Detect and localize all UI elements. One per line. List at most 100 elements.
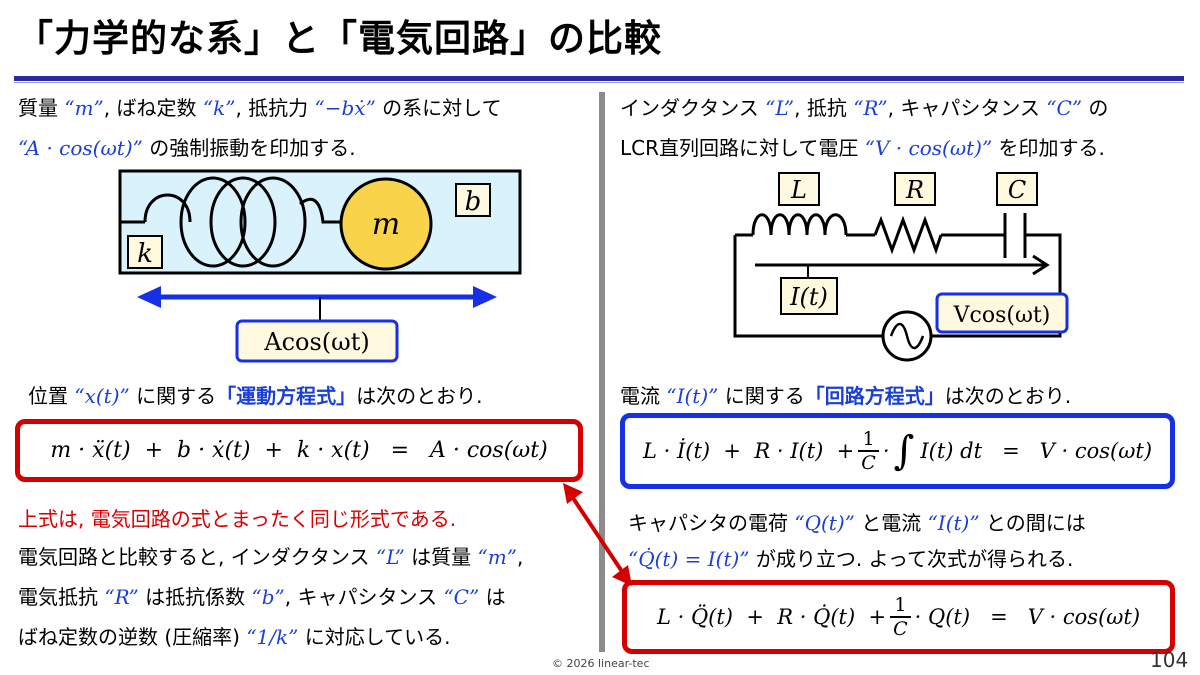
resistor-label: R bbox=[905, 176, 924, 204]
text: は次のとおり. bbox=[356, 384, 483, 408]
comparison-line1: 電気回路と比較すると, インダクタンス “L” は質量 “m”, bbox=[18, 541, 523, 570]
comparison-line3: ばね定数の逆数 (圧縮率) “1/k” に対応している. bbox=[18, 621, 450, 650]
left-intro-line2: “A · cos(ωt)” の強制振動を印加する. bbox=[18, 132, 356, 161]
current-label-box bbox=[780, 277, 838, 315]
text: と電流 bbox=[854, 511, 928, 535]
math-acos: “A · cos(ωt)” bbox=[18, 136, 143, 160]
charge-equation-box: L · Q̈(t) + R · Q̇(t) + 1 C · Q(t) = V ·… bbox=[622, 580, 1175, 654]
right-intro-line2: LCR直列回路に対して電圧 “V · cos(ωt)” を印加する. bbox=[620, 132, 1105, 161]
text: に対応している. bbox=[298, 625, 451, 649]
text: の強制振動を印加する. bbox=[142, 136, 356, 160]
dot-operator: · bbox=[882, 439, 890, 463]
resistor-label-box bbox=[894, 172, 936, 206]
comparison-line2: 電気抵抗 “R” は抵抗係数 “b”, キャパシタンス “C” は bbox=[18, 581, 506, 610]
correspondence-arrow-line bbox=[567, 490, 627, 578]
text: , キャパシタンス bbox=[284, 585, 444, 609]
spring-coil bbox=[143, 176, 340, 268]
fraction-denominator: C bbox=[890, 616, 911, 640]
text: は次のとおり. bbox=[944, 384, 1072, 408]
lcr-circuit-diagram: L R C I(t) Vcos(ωt) bbox=[733, 172, 1069, 362]
page-number: 104 bbox=[1150, 648, 1189, 672]
math-m: “m” bbox=[64, 96, 104, 120]
text: , 抵抗 bbox=[794, 96, 854, 120]
damping-label: b bbox=[465, 187, 482, 217]
math-I: “I(t)” bbox=[666, 384, 719, 408]
charge-relation-line1: キャパシタの電荷 “Q(t)” と電流 “I(t)” との間には bbox=[628, 507, 1086, 536]
math-1-over-k: “1/k” bbox=[246, 625, 299, 649]
inductor-label: L bbox=[790, 176, 807, 204]
current-label: I(t) bbox=[789, 283, 828, 311]
title-underline bbox=[14, 76, 1184, 81]
spring-label: k bbox=[137, 239, 153, 269]
voltage-label: Vcos(ωt) bbox=[953, 303, 1051, 328]
equation-name: 「回路方程式」 bbox=[804, 384, 945, 408]
math-R: “R” bbox=[104, 585, 139, 609]
damping-label-box bbox=[455, 183, 491, 217]
text: キャパシタの電荷 bbox=[628, 511, 795, 535]
text: に関する bbox=[129, 384, 217, 408]
current-arrow-head bbox=[1032, 254, 1050, 276]
math-L: “L” bbox=[765, 96, 795, 120]
text: を印加する. bbox=[992, 136, 1105, 160]
force-label-box bbox=[235, 319, 399, 363]
text: に関する bbox=[718, 384, 805, 408]
text: 電気回路と比較すると, インダクタンス bbox=[18, 545, 376, 569]
inductor-label-box bbox=[778, 172, 820, 206]
charge-relation-line2: “Q̇(t) = I(t)” が成り立つ. よって次式が得られる. bbox=[628, 543, 1073, 572]
math-C: “C” bbox=[1046, 96, 1083, 120]
math-x: “x(t)” bbox=[74, 384, 130, 408]
text: が成り立つ. よって次式が得られる. bbox=[749, 547, 1074, 571]
resistor-symbol bbox=[873, 215, 943, 255]
circuit-equation-box: L · İ(t) + R · I(t) + 1 C · ∫ I(t) dt = … bbox=[620, 413, 1175, 489]
force-label: Acos(ωt) bbox=[263, 328, 369, 356]
circuit-wires bbox=[733, 233, 1062, 338]
text: は抵抗係数 bbox=[138, 585, 252, 609]
mass-frame bbox=[118, 169, 522, 275]
same-form-note: 上式は, 電気回路の式とまったく同じ形式である. bbox=[18, 507, 457, 531]
page-title: 「力学的な系」と「電気回路」の比較 bbox=[16, 17, 662, 60]
text: 電流 bbox=[620, 384, 667, 408]
fraction-numerator: 1 bbox=[862, 428, 875, 450]
math-R: “R” bbox=[853, 96, 888, 120]
text: は bbox=[479, 585, 506, 609]
fraction-denominator: C bbox=[858, 450, 879, 474]
correspondence-arrow bbox=[563, 483, 632, 586]
circuit-equation-part1: L · İ(t) + R · I(t) + bbox=[642, 439, 855, 463]
text: インダクタンス bbox=[620, 96, 766, 120]
mass-label: m bbox=[372, 207, 400, 242]
fraction-1-over-C: 1 C bbox=[890, 594, 911, 640]
fraction-1-over-C: 1 C bbox=[858, 428, 879, 474]
integral-sign: ∫ bbox=[893, 428, 915, 474]
math-b: “b” bbox=[251, 585, 285, 609]
text: の bbox=[1082, 96, 1109, 120]
math-Q: “Q(t)” bbox=[794, 511, 855, 535]
math-m: “m” bbox=[477, 545, 517, 569]
charge-equation-part1: L · Q̈(t) + R · Q̇(t) + bbox=[656, 605, 887, 629]
text: , ばね定数 bbox=[103, 96, 203, 120]
text: の系に対して bbox=[375, 96, 502, 120]
math-C: “C” bbox=[443, 585, 480, 609]
equation-of-motion: m · ẍ(t) + b · ẋ(t) + k · x(t) = A · cos… bbox=[50, 438, 548, 463]
voltage-label-box bbox=[935, 292, 1069, 334]
sine-wave-icon bbox=[889, 322, 925, 350]
equation-name: 「運動方程式」 bbox=[216, 384, 357, 408]
spring-label-box bbox=[127, 235, 163, 269]
text: , bbox=[516, 545, 524, 569]
circuit-equation-part2: I(t) dt = V · cos(ωt) bbox=[920, 439, 1153, 463]
correspondence-arrow-head-bottom bbox=[612, 565, 632, 586]
fraction-numerator: 1 bbox=[894, 594, 907, 616]
math-V: “V · cos(ωt)” bbox=[864, 136, 993, 160]
text: LCR直列回路に対して電圧 bbox=[620, 136, 865, 160]
text: , 抵抗力 bbox=[235, 96, 315, 120]
correspondence-arrow-head-top bbox=[563, 483, 583, 504]
math-I: “I(t)” bbox=[927, 511, 980, 535]
math-relation: “Q̇(t) = I(t)” bbox=[628, 547, 750, 571]
title-underline-thin bbox=[14, 82, 1184, 83]
equation-of-motion-box: m · ẍ(t) + b · ẋ(t) + k · x(t) = A · cos… bbox=[15, 419, 583, 482]
copyright-footer: © 2026 linear-tec bbox=[552, 657, 650, 670]
left-intro-line1: 質量 “m”, ばね定数 “k”, 抵抗力 “−bẋ” の系に対して bbox=[18, 92, 502, 121]
column-divider bbox=[599, 92, 605, 652]
math-k: “k” bbox=[202, 96, 236, 120]
text: 位置 bbox=[28, 384, 75, 408]
text: 電気抵抗 bbox=[18, 585, 105, 609]
